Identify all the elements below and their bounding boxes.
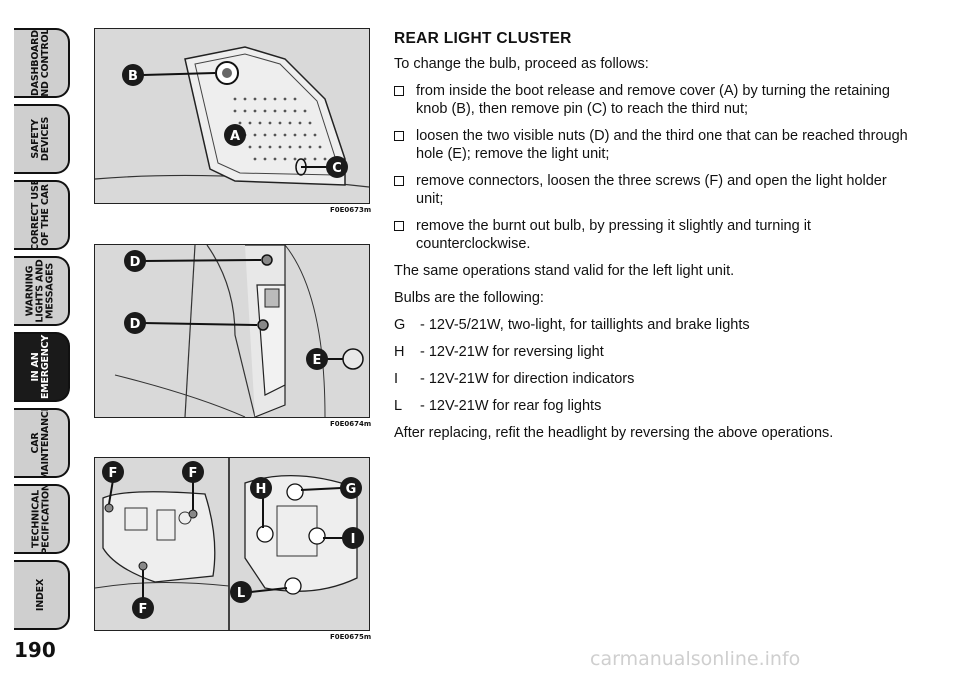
tab-correct-use[interactable]: CORRECT USE OF THE CAR	[14, 180, 70, 250]
callout-c: C	[332, 161, 342, 176]
tab-label: CORRECT USE OF THE CAR	[30, 180, 51, 250]
callout-f-left: F	[109, 466, 118, 481]
figure-bulb-holder-drawing: F F F H G I L	[94, 458, 369, 630]
checkbox-bullet-icon	[394, 176, 404, 186]
bulb-row: G - 12V-5/21W, two-light, for taillights …	[394, 316, 914, 334]
tab-label: DASHBOARD AND CONTROLS	[30, 28, 51, 98]
figure-cover-knob-drawing: B A C	[94, 29, 370, 203]
bulbs-intro: Bulbs are the following:	[394, 290, 544, 306]
list-item: remove connectors, loosen the three scre…	[394, 172, 914, 208]
bulb-desc: - 12V-5/21W, two-light, for taillights a…	[420, 317, 750, 333]
bulb-key: G	[394, 317, 406, 333]
step-text: remove the burnt out bulb, by pressing i…	[416, 218, 811, 252]
step-list: from inside the boot release and remove …	[394, 82, 914, 253]
tab-warning-lights[interactable]: WARNING LIGHTS AND MESSAGES	[14, 256, 70, 326]
callout-i: I	[351, 532, 356, 547]
list-item: loosen the two visible nuts (D) and the …	[394, 127, 914, 163]
tab-car-maintenance[interactable]: CAR MAINTENANCE	[14, 408, 70, 478]
bulb-row: I - 12V-21W for direction indicators	[394, 370, 914, 388]
watermark: carmanualsonline.info	[590, 648, 801, 670]
instructions: REAR LIGHT CLUSTER To change the bulb, p…	[394, 30, 914, 451]
callout-d-upper: D	[130, 255, 141, 270]
checkbox-bullet-icon	[394, 131, 404, 141]
figure-cover-knob: B A C	[94, 28, 370, 204]
tab-index[interactable]: INDEX	[14, 560, 70, 630]
figure-bulb-holder: F F F H G I L	[94, 457, 370, 631]
callout-l: L	[237, 586, 245, 601]
tab-in-an-emergency[interactable]: IN AN EMERGENCY	[14, 332, 70, 402]
step-text: loosen the two visible nuts (D) and the …	[416, 128, 908, 162]
callout-g: G	[346, 482, 357, 497]
closing-text: After replacing, refit the headlight by …	[394, 425, 834, 441]
callout-d-lower: D	[130, 317, 141, 332]
callout-f-right: F	[189, 466, 198, 481]
tab-label: WARNING LIGHTS AND MESSAGES	[25, 259, 56, 323]
step-text: from inside the boot release and remove …	[416, 83, 890, 117]
bulb-row: L - 12V-21W for rear fog lights	[394, 397, 914, 415]
callout-a: A	[230, 129, 240, 144]
bulb-desc: - 12V-21W for rear fog lights	[420, 398, 602, 414]
figure-code: F0E0674m	[330, 420, 372, 428]
bulb-desc: - 12V-21W for reversing light	[420, 344, 604, 360]
tab-label: IN AN EMERGENCY	[30, 334, 52, 400]
figure-nuts-hole-drawing: D D E	[95, 244, 369, 418]
figure-code: F0E0673m	[330, 206, 372, 214]
callout-f-bottom: F	[139, 602, 148, 617]
callout-h: H	[256, 482, 267, 497]
callout-b: B	[128, 69, 138, 84]
step-text: remove connectors, loosen the three scre…	[416, 173, 887, 207]
intro-text: To change the bulb, proceed as follows:	[394, 56, 649, 72]
bulb-key: I	[394, 371, 399, 387]
tab-safety-devices[interactable]: SAFETY DEVICES	[14, 104, 70, 174]
same-operations-text: The same operations stand valid for the …	[394, 263, 735, 279]
tab-label: TECHNICAL SPECIFICATIONS	[30, 484, 51, 554]
tab-label: SAFETY DEVICES	[29, 116, 51, 162]
tab-technical-specifications[interactable]: TECHNICAL SPECIFICATIONS	[14, 484, 70, 554]
callout-e: E	[313, 353, 322, 368]
figure-nuts-hole: D D E	[94, 244, 370, 418]
page-number: 190	[14, 638, 56, 662]
tab-dashboard-and-controls[interactable]: DASHBOARD AND CONTROLS	[14, 28, 70, 98]
tab-label: INDEX	[35, 578, 46, 612]
bulb-desc: - 12V-21W for direction indicators	[420, 371, 635, 387]
checkbox-bullet-icon	[394, 86, 404, 96]
bulb-row: H - 12V-21W for reversing light	[394, 343, 914, 361]
list-item: remove the burnt out bulb, by pressing i…	[394, 217, 914, 253]
bulb-key: H	[394, 344, 405, 360]
figure-code: F0E0675m	[330, 633, 372, 641]
tab-label: CAR MAINTENANCE	[30, 408, 51, 478]
checkbox-bullet-icon	[394, 221, 404, 231]
list-item: from inside the boot release and remove …	[394, 82, 914, 118]
bulb-key: L	[394, 398, 403, 414]
section-title: REAR LIGHT CLUSTER	[394, 30, 572, 47]
